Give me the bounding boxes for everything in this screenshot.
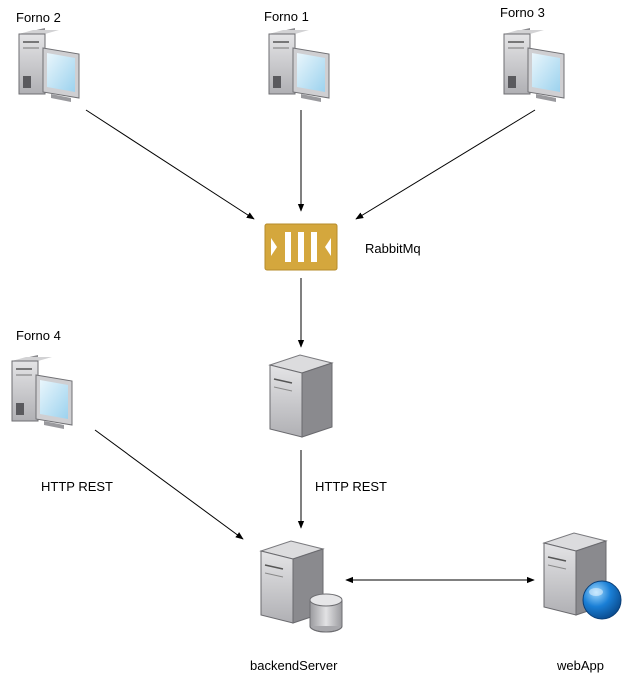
edge-label-consumer-backend: HTTP REST — [315, 479, 387, 494]
node-forno4[interactable]: Forno 4 — [11, 328, 73, 430]
edge-label-forno4-backend: HTTP REST — [41, 479, 113, 494]
node-label: Forno 1 — [264, 9, 309, 24]
node-consumer-server[interactable] — [269, 354, 333, 438]
node-forno1[interactable]: Forno 1 — [264, 9, 330, 103]
node-label: Forno 3 — [500, 5, 545, 20]
edge-forno4-backend — [94, 429, 244, 540]
node-label: webApp — [556, 658, 604, 673]
node-forno3[interactable]: Forno 3 — [500, 5, 565, 103]
edge-forno3-rabbitmq — [355, 109, 536, 220]
workstation-icon — [268, 27, 330, 103]
workstation-icon — [18, 27, 80, 103]
node-backend-server[interactable]: backendServer — [250, 540, 343, 673]
server-icon — [269, 354, 333, 438]
node-label: Forno 2 — [16, 10, 61, 25]
edge-forno2-rabbitmq — [85, 109, 255, 220]
node-webapp[interactable]: webApp — [543, 532, 622, 673]
workstation-icon — [11, 354, 73, 430]
node-label: backendServer — [250, 658, 338, 673]
workstation-icon — [503, 27, 565, 103]
node-rabbitmq[interactable]: RabbitMq — [264, 223, 421, 271]
database-icon — [309, 593, 343, 633]
node-forno2[interactable]: Forno 2 — [16, 10, 80, 103]
node-label: Forno 4 — [16, 328, 61, 343]
globe-icon — [582, 580, 622, 620]
node-label: RabbitMq — [365, 241, 421, 256]
message-queue-icon — [264, 223, 338, 271]
